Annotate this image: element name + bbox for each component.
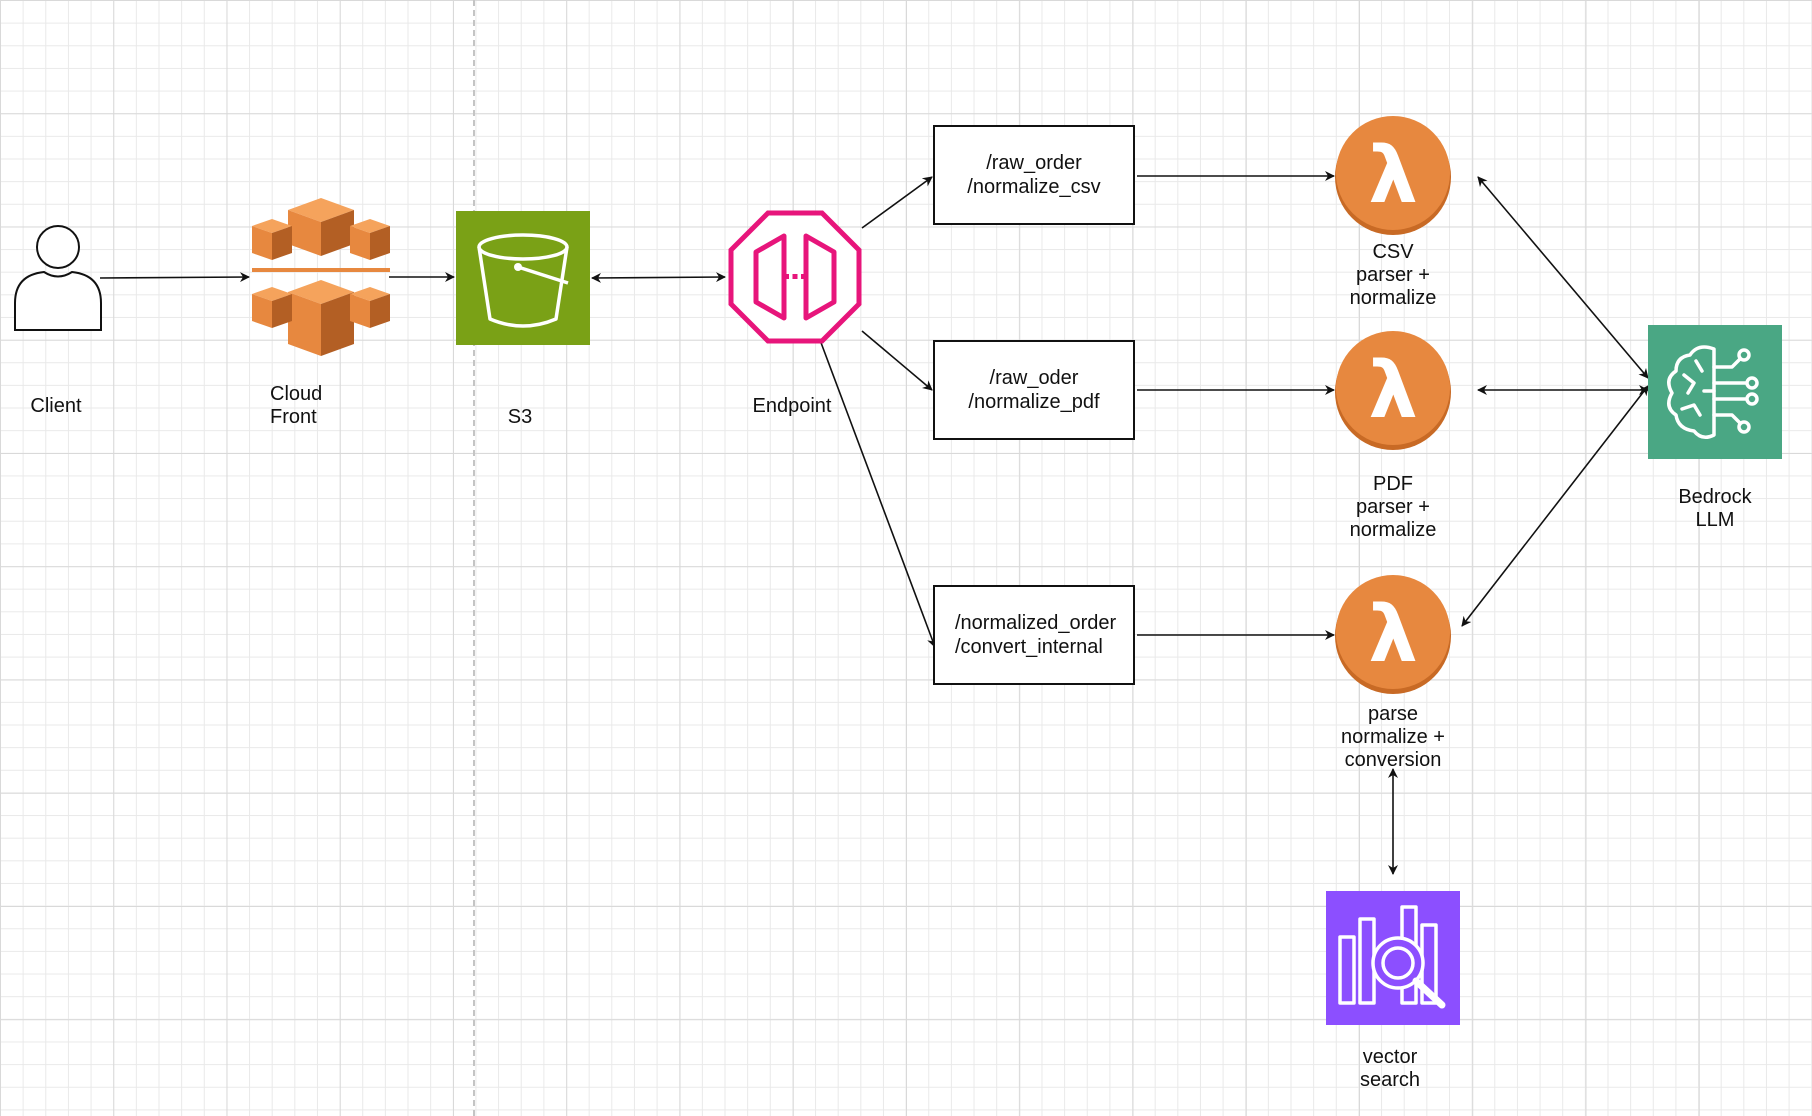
bedrock-icon [1648, 325, 1782, 459]
lambda-pdf-node[interactable]: λ [1334, 330, 1452, 459]
opensearch-icon [1326, 891, 1460, 1025]
s3-bucket-icon [456, 211, 590, 345]
route-box-pdf[interactable]: /raw_oder /normalize_pdf [933, 340, 1135, 440]
s3-label: S3 [507, 406, 533, 428]
route-path-1: /raw_oder [989, 367, 1079, 389]
bedrock-node[interactable] [1648, 325, 1782, 464]
route-box-normalized[interactable]: /normalized_order /convert_internal [933, 585, 1135, 685]
client-label: Client [30, 395, 82, 417]
route-path-2: /normalize_pdf [968, 391, 1100, 413]
route-path-2: /normalize_csv [967, 176, 1101, 198]
edge-lambda-parse-bedrock [1461, 385, 1649, 627]
client-node[interactable] [12, 223, 104, 338]
lambda-csv-label: CSV parser + normalize [1349, 241, 1437, 309]
lambda-icon: λ [1335, 331, 1451, 450]
api-endpoint-icon [728, 210, 862, 344]
cloudfront-icon [252, 198, 390, 356]
svg-text:λ: λ [1368, 131, 1417, 221]
vector-search-node[interactable] [1326, 891, 1460, 1030]
region-divider [473, 0, 475, 1116]
lambda-icon: λ [1335, 575, 1451, 694]
lambda-pdf-label: PDF parser + normalize [1349, 473, 1437, 541]
bedrock-label: Bedrock LLM [1678, 486, 1752, 531]
lambda-csv-node[interactable]: λ [1334, 115, 1452, 244]
edge-s3-endpoint [591, 272, 726, 283]
lambda-icon: λ [1335, 116, 1451, 235]
lambda-parse-label: parse normalize + conversion [1341, 703, 1445, 771]
vector-search-label: vector search [1359, 1046, 1421, 1091]
s3-node[interactable] [456, 211, 590, 350]
edge-endpoint-route-3 [819, 339, 937, 648]
svg-text:λ: λ [1368, 590, 1417, 680]
route-path-1: /raw_order [986, 152, 1082, 174]
edge-endpoint-route-2 [861, 330, 933, 391]
lambda-parse-node[interactable]: λ [1334, 574, 1452, 703]
route-box-csv[interactable]: /raw_order /normalize_csv [933, 125, 1135, 225]
edge-endpoint-route-1 [861, 176, 933, 229]
cloudfront-node[interactable] [252, 198, 390, 361]
svg-text:λ: λ [1368, 346, 1417, 436]
edge-client-cloudfront [99, 272, 250, 283]
route-path-2: /convert_internal [955, 636, 1103, 658]
endpoint-label: Endpoint [752, 395, 832, 417]
cloudfront-label: Cloud Front [270, 383, 323, 428]
endpoint-node[interactable] [728, 210, 862, 349]
edge-lambda-csv-bedrock [1477, 176, 1649, 379]
route-path-1: /normalized_order [955, 612, 1117, 634]
user-icon [14, 225, 102, 331]
